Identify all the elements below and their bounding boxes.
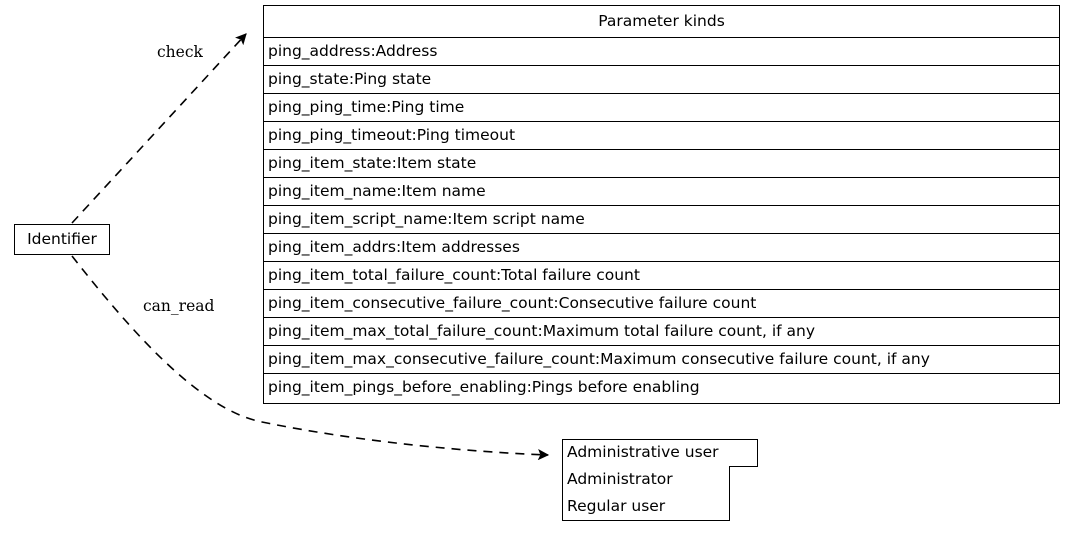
- node-parameter-kinds-row: ping_item_consecutive_failure_count:Cons…: [264, 290, 1059, 318]
- node-parameter-kinds-header: Parameter kinds: [264, 6, 1059, 38]
- edge-label-can-read: can_read: [143, 297, 215, 315]
- edge-label-check: check: [157, 43, 203, 61]
- node-parameter-kinds-row: ping_ping_time:Ping time: [264, 94, 1059, 122]
- node-parameter-kinds-row: ping_item_max_total_failure_count:Maximu…: [264, 318, 1059, 346]
- node-identifier[interactable]: Identifier: [14, 224, 110, 255]
- node-administrative-user-row-regular-user: Regular user: [562, 493, 730, 521]
- node-parameter-kinds-row: ping_item_addrs:Item addresses: [264, 234, 1059, 262]
- node-parameter-kinds-row: ping_state:Ping state: [264, 66, 1059, 94]
- node-parameter-kinds-row: ping_ping_timeout:Ping timeout: [264, 122, 1059, 150]
- edge-check-line: [71, 33, 247, 224]
- node-administrative-user-header: Administrative user: [562, 439, 758, 467]
- node-parameter-kinds-row: ping_address:Address: [264, 38, 1059, 66]
- node-parameter-kinds-row: ping_item_max_consecutive_failure_count:…: [264, 346, 1059, 374]
- node-identifier-label: Identifier: [27, 229, 97, 248]
- node-parameter-kinds-row: ping_item_total_failure_count:Total fail…: [264, 262, 1059, 290]
- node-administrative-user-row-administrator: Administrator: [562, 466, 730, 494]
- node-administrative-user[interactable]: Administrative user Administrator Regula…: [562, 439, 758, 521]
- node-parameter-kinds-row: ping_item_script_name:Item script name: [264, 206, 1059, 234]
- node-parameter-kinds-row: ping_item_pings_before_enabling:Pings be…: [264, 374, 1059, 402]
- node-parameter-kinds-row: ping_item_name:Item name: [264, 178, 1059, 206]
- node-parameter-kinds-row: ping_item_state:Item state: [264, 150, 1059, 178]
